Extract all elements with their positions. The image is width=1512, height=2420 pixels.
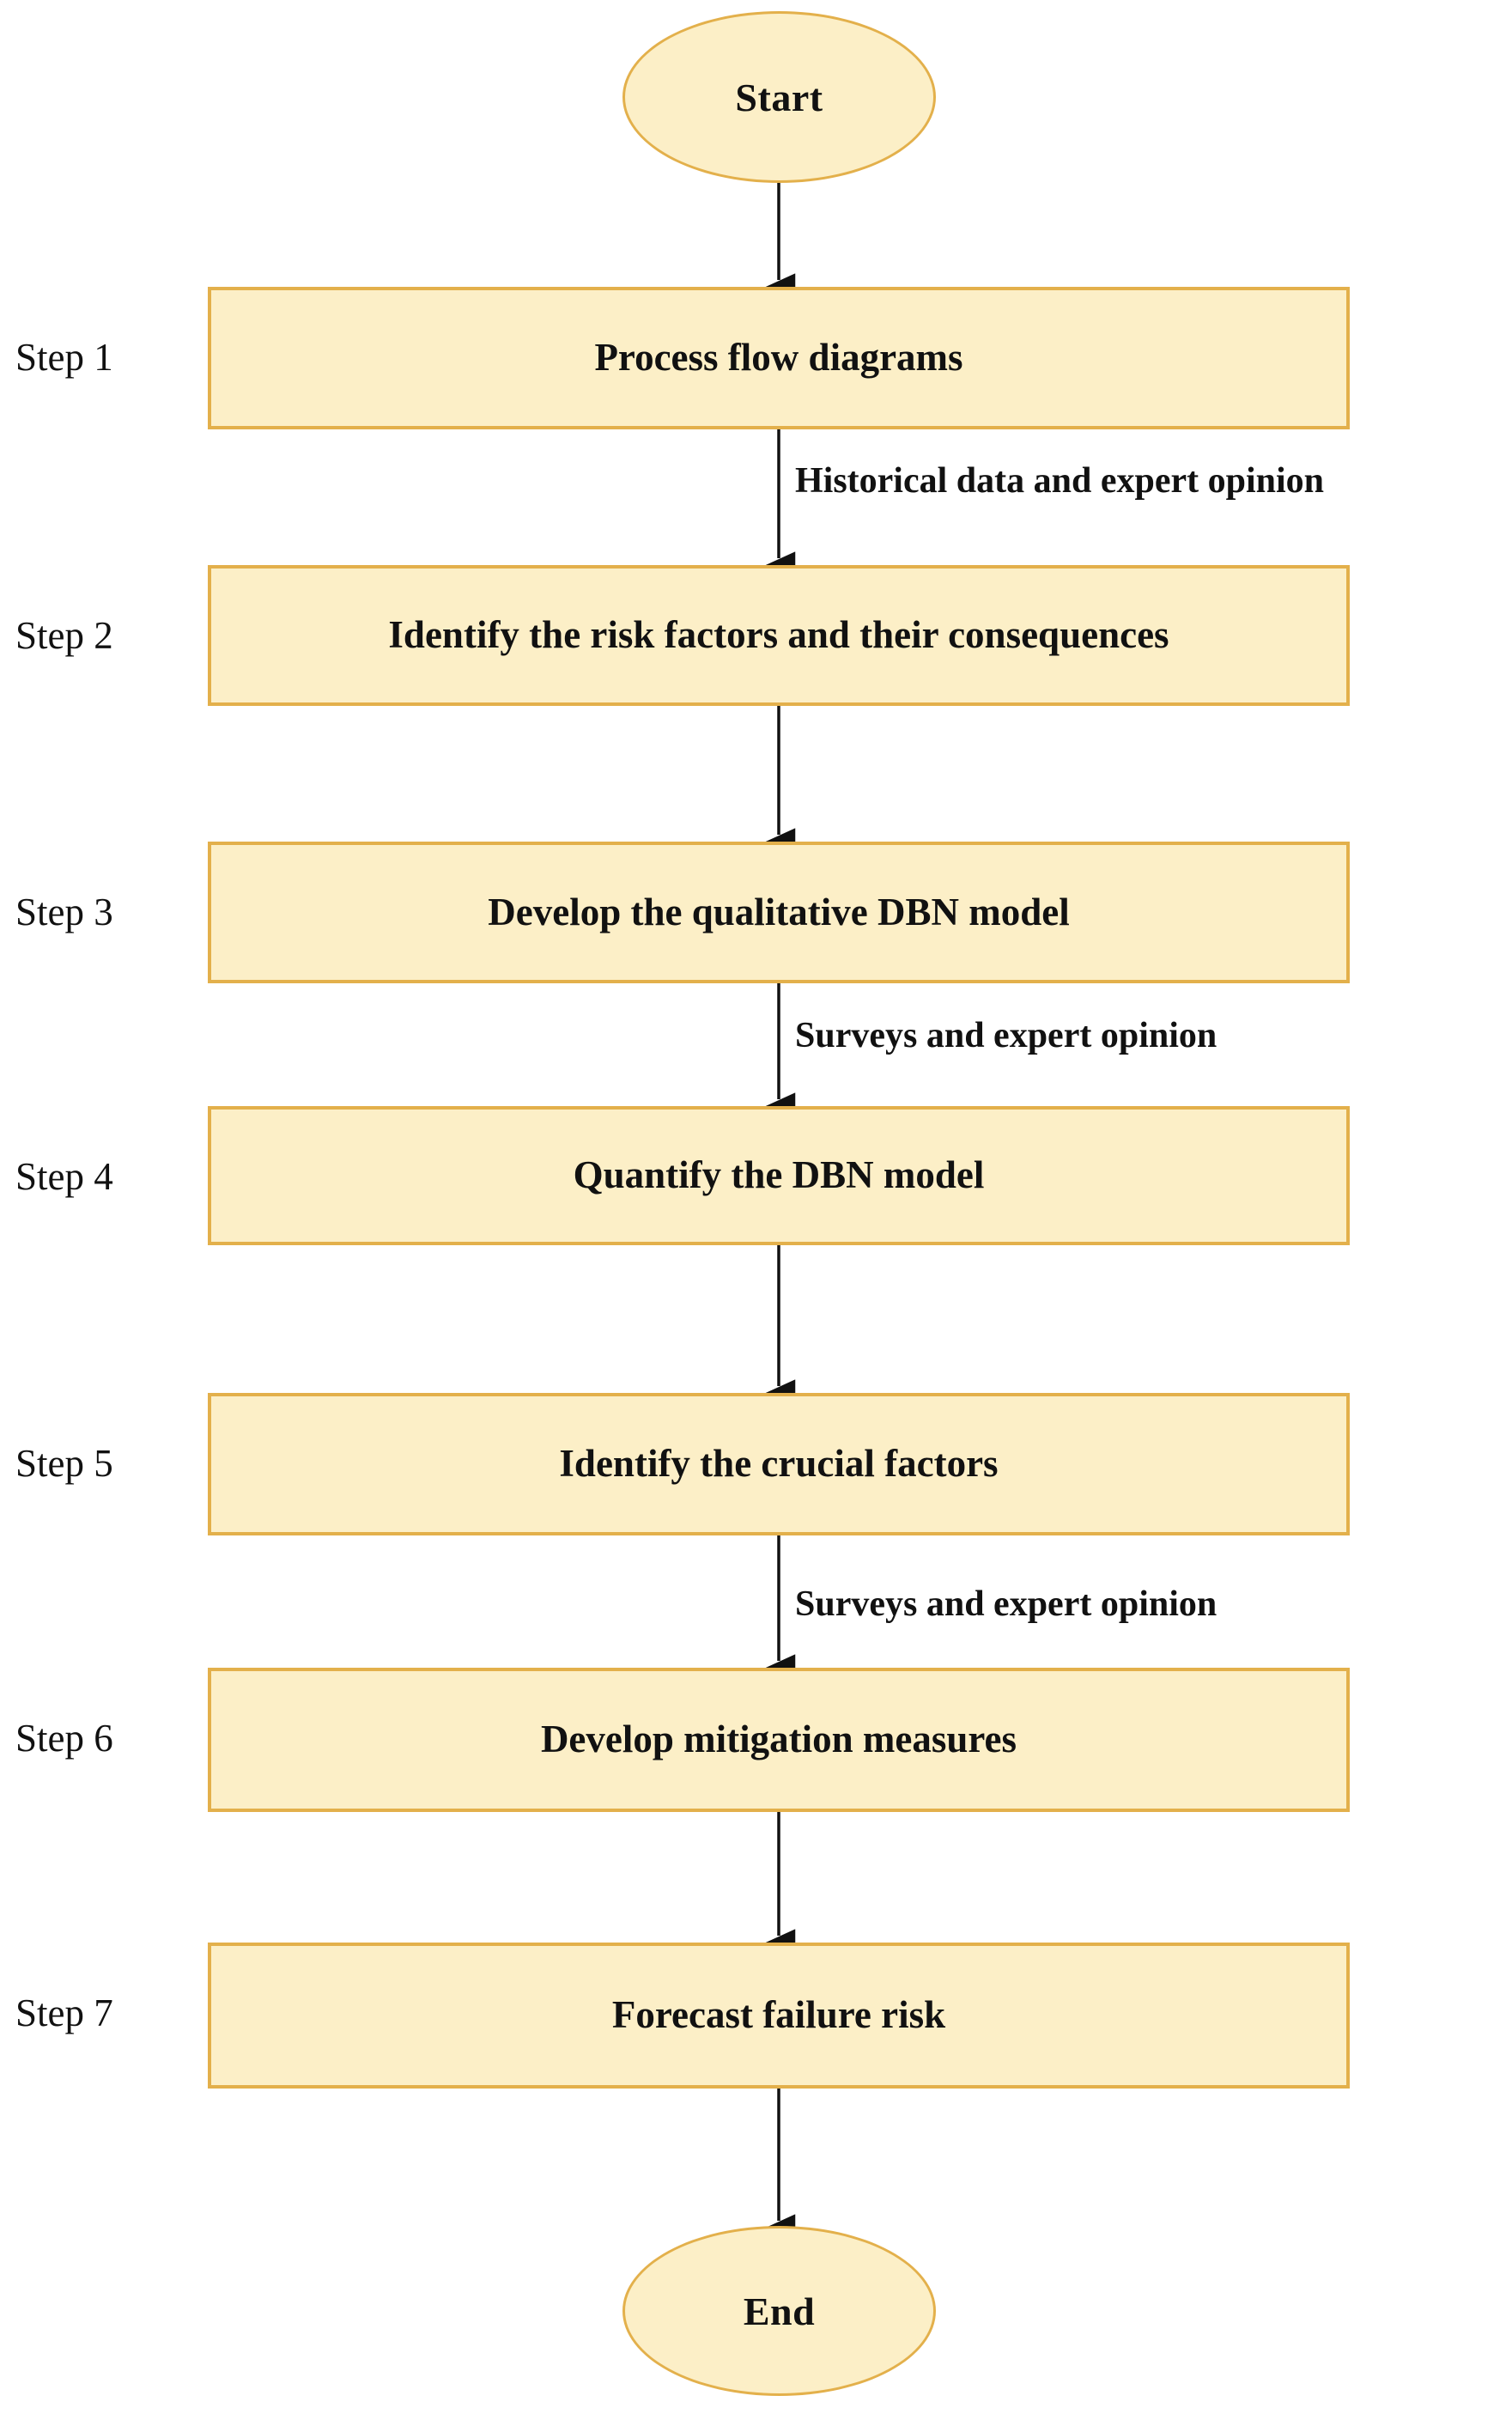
edge-label-step3-to-step4: Surveys and expert opinion — [795, 1016, 1217, 1055]
step-caption-4: Step 4 — [15, 1155, 113, 1198]
process-box-label-2: Identify the risk factors and their cons… — [388, 613, 1169, 657]
end-node[interactable]: End — [622, 2226, 936, 2396]
process-box-step-5[interactable]: Identify the crucial factors — [208, 1393, 1350, 1535]
process-box-label-1: Process flow diagrams — [594, 336, 963, 380]
step-caption-1: Step 1 — [15, 336, 113, 379]
step-caption-3: Step 3 — [15, 891, 113, 933]
edge-label-step1-to-step2: Historical data and expert opinion — [795, 461, 1325, 501]
process-box-label-7: Forecast failure risk — [611, 1993, 946, 2037]
step-caption-7: Step 7 — [15, 1991, 113, 2034]
process-box-step-3[interactable]: Develop the qualitative DBN model — [208, 842, 1350, 983]
process-box-step-1[interactable]: Process flow diagrams — [208, 287, 1350, 429]
process-box-step-7[interactable]: Forecast failure risk — [208, 1943, 1350, 2089]
process-box-step-6[interactable]: Develop mitigation measures — [208, 1668, 1350, 1812]
start-node-label: Start — [735, 75, 823, 119]
process-box-step-4[interactable]: Quantify the DBN model — [208, 1106, 1350, 1245]
process-box-label-6: Develop mitigation measures — [540, 1718, 1017, 1761]
process-box-step-2[interactable]: Identify the risk factors and their cons… — [208, 565, 1350, 706]
edge-label-step5-to-step6: Surveys and expert opinion — [795, 1584, 1217, 1624]
step-caption-2: Step 2 — [15, 614, 113, 657]
process-box-label-4: Quantify the DBN model — [573, 1153, 985, 1197]
end-node-label: End — [743, 2289, 816, 2333]
start-node[interactable]: Start — [622, 11, 936, 183]
process-box-label-3: Develop the qualitative DBN model — [488, 890, 1070, 933]
process-box-label-5: Identify the crucial factors — [559, 1442, 999, 1486]
step-caption-6: Step 6 — [15, 1717, 113, 1760]
step-caption-5: Step 5 — [15, 1442, 113, 1485]
